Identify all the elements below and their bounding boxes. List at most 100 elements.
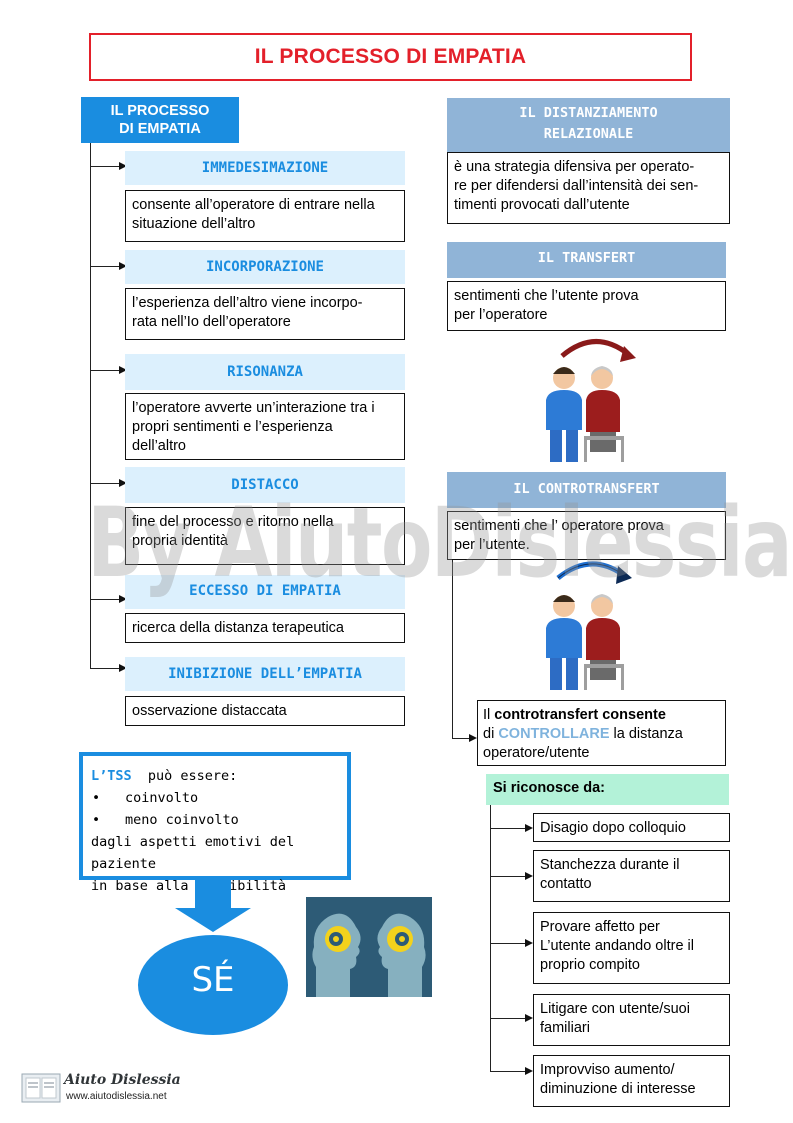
step-text: dell’altro xyxy=(132,438,186,454)
connector-6 xyxy=(90,668,120,669)
tss-bullet: coinvolto xyxy=(92,787,347,809)
tss-line: dagli aspetti emotivi del paziente xyxy=(91,834,295,872)
step-heading-distacco: DISTACCO xyxy=(125,467,405,503)
riconosce-text: contatto xyxy=(540,876,592,892)
logo-name: Aiuto Dislessia xyxy=(64,1072,181,1088)
connector-3 xyxy=(90,370,120,371)
consente-pre: Il xyxy=(483,707,495,723)
arrow-4 xyxy=(119,479,127,487)
controtransfert-text: per l’utente. xyxy=(454,537,530,553)
riconosce-text: familiari xyxy=(540,1020,590,1036)
step-heading-inibizione: INIBIZIONE DELL’EMPATIA xyxy=(125,657,405,691)
riconosce-arrow-2 xyxy=(525,872,533,880)
connector-4 xyxy=(90,483,120,484)
riconosce-item: Stanchezza durante il contatto xyxy=(533,850,730,902)
controtransfert-header: IL CONTROTRANSFERT xyxy=(447,472,726,508)
tss-box: L’TSS può essere: coinvolto meno coinvol… xyxy=(79,752,351,894)
controtransfert-box: sentimenti che l’ operatore prova per l’… xyxy=(447,511,726,560)
step-heading-incorporazione: INCORPORAZIONE xyxy=(125,250,405,284)
riconosce-connector-3 xyxy=(490,943,526,944)
step-text: consente all’operatore di entrare nella xyxy=(132,197,375,213)
controtransfert-text: sentimenti che l’ operatore prova xyxy=(454,518,664,534)
transfert-box: sentimenti che l’utente prova per l’oper… xyxy=(447,281,726,331)
se-label: SÉ xyxy=(191,960,235,1000)
distanziamento-header-line: IL DISTANZIAMENTO xyxy=(519,105,658,121)
tss-line: in base alla sensibilità xyxy=(91,878,287,894)
tss-intro: L’TSS può essere: xyxy=(91,765,347,787)
step-text: l’esperienza dell’altro viene incorpo- xyxy=(132,295,363,311)
step-heading-immedesimazione: IMMEDESIMAZIONE xyxy=(125,151,405,185)
consente-line2-pre: di xyxy=(483,726,499,742)
riconosce-connector-2 xyxy=(490,876,526,877)
riconosce-text: Provare affetto per xyxy=(540,919,660,935)
arrow-3 xyxy=(119,366,127,374)
distanziamento-header-line: RELAZIONALE xyxy=(543,126,634,142)
riconosce-text: Stanchezza durante il xyxy=(540,857,680,873)
distanziamento-header: IL DISTANZIAMENTO RELAZIONALE xyxy=(447,98,730,152)
tss-list: coinvolto meno coinvolto xyxy=(91,787,347,831)
consente-highlight: CONTROLLARE xyxy=(498,726,610,742)
riconosce-arrow-1 xyxy=(525,824,533,832)
riconosce-text: proprio compito xyxy=(540,957,640,973)
transfert-text: sentimenti che l’utente prova xyxy=(454,288,639,304)
distanziamento-text: è una strategia difensiva per operato- xyxy=(454,159,695,175)
step-heading-risonanza: RISONANZA xyxy=(125,354,405,390)
riconosce-arrow-3 xyxy=(525,939,533,947)
riconosce-connector xyxy=(490,805,491,1071)
heads-illustration xyxy=(306,897,432,997)
title-box: IL PROCESSO DI EMPATIA xyxy=(89,33,692,81)
controtransfert-connector xyxy=(452,560,453,738)
distanziamento-box: è una strategia difensiva per operato- r… xyxy=(447,152,730,224)
riconosce-arrow-4 xyxy=(525,1014,533,1022)
arrow-1 xyxy=(119,162,127,170)
riconosce-text: L’utente andando oltre il xyxy=(540,938,694,954)
step-text: fine del processo e ritorno nella xyxy=(132,514,334,530)
transfert-text: per l’operatore xyxy=(454,307,548,323)
connector-1 xyxy=(90,166,120,167)
step-box-incorporazione: l’esperienza dell’altro viene incorpo- r… xyxy=(125,288,405,340)
riconosce-connector-5 xyxy=(490,1071,526,1072)
nurse-illustration-2 xyxy=(546,561,632,690)
riconosce-item: Provare affetto per L’utente andando olt… xyxy=(533,912,730,984)
consente-bold: controtransfert consente xyxy=(494,707,666,723)
down-arrow-icon xyxy=(175,880,251,932)
step-text: rata nell’Io dell’operatore xyxy=(132,314,291,330)
distanziamento-text: re per difendersi dall’intensità dei sen… xyxy=(454,178,699,194)
riconosce-connector-4 xyxy=(490,1018,526,1019)
logo-icon xyxy=(21,1073,61,1103)
step-text: propri sentimenti e l’esperienza xyxy=(132,419,333,435)
riconosce-arrow-5 xyxy=(525,1067,533,1075)
riconosce-item: Litigare con utente/suoi familiari xyxy=(533,994,730,1046)
step-text: propria identità xyxy=(132,533,228,549)
riconosce-connector-1 xyxy=(490,828,526,829)
step-text: ricerca della distanza terapeutica xyxy=(132,620,344,636)
step-box-risonanza: l’operatore avverte un’interazione tra i… xyxy=(125,393,405,460)
arrow-5 xyxy=(119,595,127,603)
left-header-line-2: DI EMPATIA xyxy=(119,121,201,137)
arrow-6 xyxy=(119,664,127,672)
consente-line-1: Il controtransfert consente xyxy=(483,706,720,725)
logo-url: www.aiutodislessia.net xyxy=(66,1091,167,1102)
step-box-inibizione: osservazione distaccata xyxy=(125,696,405,726)
consente-arrow xyxy=(469,734,477,742)
riconosce-text: Litigare con utente/suoi xyxy=(540,1001,690,1017)
nurse-illustration-1 xyxy=(546,339,636,462)
riconosce-header: Si riconosce da: xyxy=(486,774,729,805)
tss-bullet: meno coinvolto xyxy=(92,809,347,831)
riconosce-text: diminuzione di interesse xyxy=(540,1081,696,1097)
riconosce-text: Disagio dopo colloquio xyxy=(540,820,686,836)
transfert-header: IL TRANSFERT xyxy=(447,242,726,278)
consente-line-2: di CONTROLLARE la distanza xyxy=(483,725,720,744)
step-box-immedesimazione: consente all’operatore di entrare nella … xyxy=(125,190,405,242)
riconosce-item: Improvviso aumento/ diminuzione di inter… xyxy=(533,1055,730,1107)
consente-box: Il controtransfert consente di CONTROLLA… xyxy=(477,700,726,766)
connector-2 xyxy=(90,266,120,267)
left-connector xyxy=(90,143,91,669)
arrow-2 xyxy=(119,262,127,270)
step-box-distacco: fine del processo e ritorno nella propri… xyxy=(125,507,405,565)
step-text: situazione dell’altro xyxy=(132,216,256,232)
consente-line2-post: la distanza xyxy=(609,726,683,742)
tss-word: L’TSS xyxy=(91,768,132,784)
se-diagram xyxy=(138,880,288,1035)
step-heading-eccesso: ECCESSO DI EMPATIA xyxy=(125,575,405,609)
